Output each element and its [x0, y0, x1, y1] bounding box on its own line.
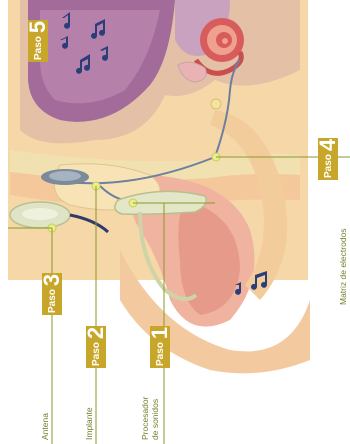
step-4-badge: Paso 4 [318, 138, 338, 180]
label-implante: Implante [84, 407, 94, 440]
step-2-number: 2 [85, 326, 107, 340]
step-1-number: 1 [149, 326, 171, 340]
step-5-badge: Paso 5 [28, 20, 48, 62]
step-4-word: Paso [323, 152, 334, 180]
step-4-number: 4 [317, 138, 339, 152]
label-matriz-electrodos: Matriz de electrodos [338, 228, 348, 305]
step-3-badge: Paso 3 [42, 273, 62, 315]
step-2-word: Paso [91, 340, 102, 368]
step-5-number: 5 [27, 20, 49, 34]
step-1-badge: Paso 1 [150, 326, 170, 368]
step-2-badge: Paso 2 [86, 326, 106, 368]
label-procesador-line1: Procesador [140, 397, 150, 440]
step-3-number: 3 [41, 273, 63, 287]
step-1-word: Paso [155, 340, 166, 368]
label-antena: Antena [40, 413, 50, 440]
label-procesador-line2: de sonidos [150, 399, 160, 440]
step-5-word: Paso [33, 34, 44, 62]
step-3-word: Paso [47, 287, 58, 315]
